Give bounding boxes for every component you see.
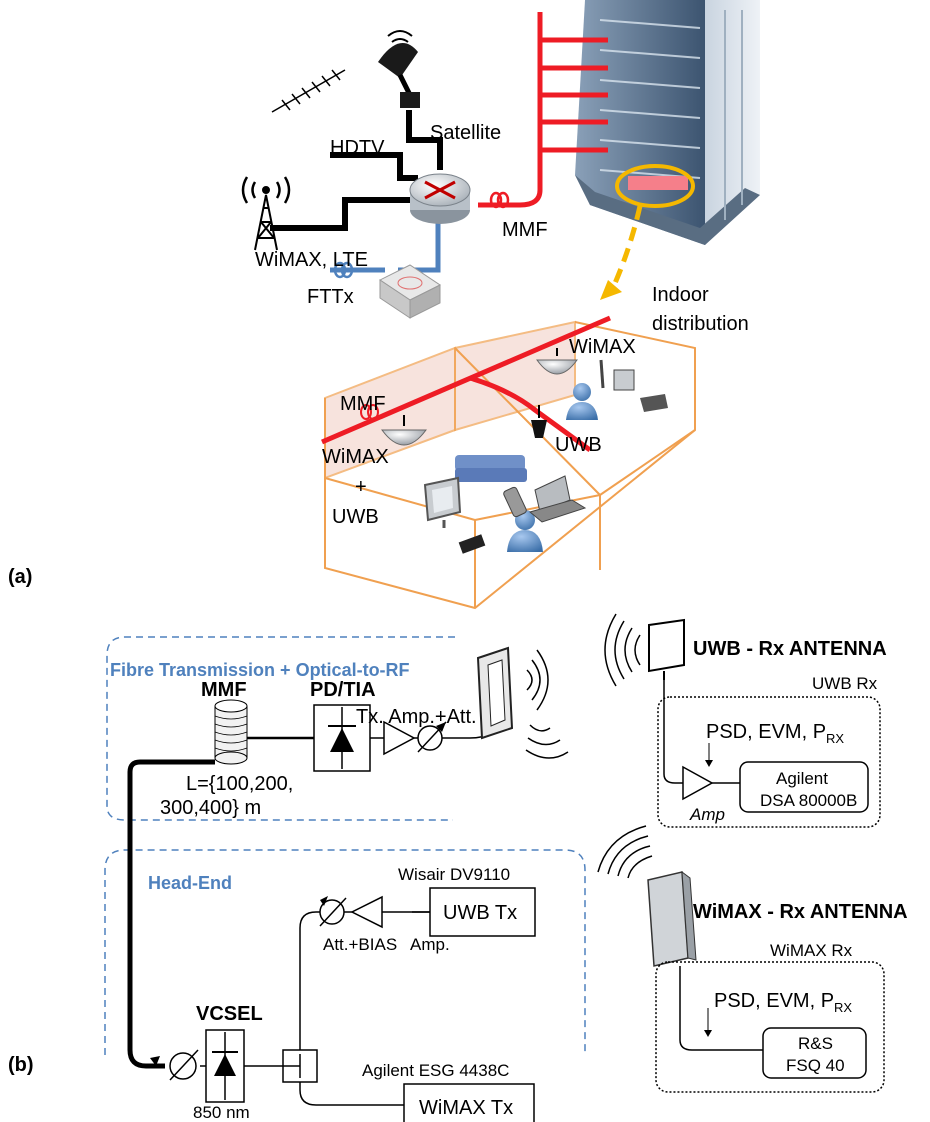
network-links (270, 110, 443, 231)
office-building-icon (575, 0, 760, 245)
camera-icon (458, 534, 486, 554)
uwb-tx-box (429, 887, 536, 937)
fibre-coil-icon (489, 191, 510, 209)
satellite-label: Satellite (430, 122, 501, 144)
wimax-antenna-dome-icon (381, 348, 578, 446)
fttx-label: FTTx (307, 286, 354, 308)
uwb-psd-label: PSD, EVM, PRX (706, 721, 844, 746)
mmf-building-fibres (478, 12, 608, 208)
mmf-label: MMF (201, 679, 247, 701)
tx-amplifier-icon (383, 720, 416, 756)
att-bias-label: Att.+BIAS (323, 935, 397, 954)
wimax-rx-label: WiMAX Rx (770, 941, 853, 960)
bias-attenuator-icon (319, 896, 347, 927)
head-end-title: Head-End (148, 873, 232, 893)
agilent-esg-label: Agilent ESG 4438C (362, 1061, 509, 1080)
photodiode-icon (313, 704, 371, 772)
rs-fsq-line2: FSQ 40 (786, 1056, 845, 1075)
satellite-dish-icon (378, 30, 420, 108)
router-icon (409, 173, 471, 224)
uwb-right-label: UWB (555, 434, 602, 456)
wimax-rx-antenna-label: WiMAX - Rx ANTENNA (693, 901, 908, 923)
wimax-tx-label: WiMAX Tx (419, 1097, 513, 1119)
uwb-rx-antenna-label: UWB - Rx ANTENNA (693, 638, 887, 660)
fttx-coil-icon (333, 261, 354, 279)
fibre-transmission-title: Fibre Transmission + Optical-to-RF (110, 660, 410, 680)
wimax-left-label: WiMAX (322, 446, 389, 468)
wavelength-label: 850 nm (193, 1103, 250, 1122)
desk-devices-icon (599, 359, 668, 412)
rf-combiner-icon (282, 1049, 318, 1083)
ont-box-icon (379, 264, 441, 319)
cell-tower-icon (241, 176, 291, 251)
optical-attenuator-icon (150, 1049, 199, 1081)
pd-tia-label: PD/TIA (310, 679, 376, 701)
wisair-label: Wisair DV9110 (398, 865, 510, 884)
agilent-dsa-line1: Agilent (776, 769, 828, 788)
vcsel-icon (205, 1029, 245, 1103)
mmf-length-line1: L={100,200, (186, 773, 293, 795)
uwb-antenna-icon (531, 405, 547, 438)
hdtv-label: HDTV (330, 137, 385, 159)
mmf-top-label: MMF (502, 219, 548, 241)
mmf-room-label: MMF (340, 393, 386, 415)
amp-label: Amp. (410, 935, 450, 954)
fibre-transmission-box (106, 636, 455, 821)
uwb-rx-amp-label: Amp (689, 805, 725, 824)
uwb-left-label: UWB (332, 506, 379, 528)
radio-waves-icon (525, 649, 569, 759)
tv-antenna-icon (271, 69, 346, 113)
panel-b: Fibre Transmission + Optical-to-RF Head-… (8, 613, 908, 1122)
plus-label: + (355, 476, 367, 498)
user-icon (507, 383, 598, 552)
uwb-rx-radio-waves-icon (604, 613, 641, 687)
uwb-tx-antenna-icon (476, 646, 514, 740)
tx-attenuator-icon (417, 721, 447, 753)
laptop-icon (528, 475, 587, 523)
indoor-label: Indoor (652, 284, 709, 306)
distribution-label: distribution (652, 313, 749, 335)
sofa-icon (455, 455, 527, 482)
uwb-tx-amplifier-icon (350, 895, 383, 929)
fttx-link (398, 220, 441, 273)
wimax-rx-box (655, 961, 885, 1093)
panel-a: Satellite HDTV MMF WiMAX, LTE FTTx Indoo… (8, 0, 760, 610)
room-coil-icon (360, 404, 379, 420)
panel-b-tag: (b) (8, 1054, 34, 1076)
wimax-tx-box (403, 1083, 535, 1122)
rs-fsq-box (762, 1027, 867, 1079)
uwb-rx-amplifier-icon (682, 765, 714, 801)
wimax-rx-radio-waves-icon (597, 825, 653, 879)
uwb-rx-box (657, 696, 881, 828)
wimax-psd-label: PSD, EVM, PRX (714, 990, 852, 1015)
phone-icon (503, 486, 527, 518)
vcsel-label: VCSEL (196, 1003, 263, 1025)
uwb-rx-antenna-icon (648, 618, 685, 680)
mmf-spool-icon (214, 699, 248, 765)
zoom-arrow (600, 164, 695, 300)
panel-a-tag: (a) (8, 566, 32, 588)
tv-monitor-icon (423, 476, 462, 528)
mmf-length-line2: 300,400} m (160, 797, 261, 819)
uwb-tx-label: UWB Tx (443, 902, 517, 924)
agilent-dsa-box (739, 761, 869, 813)
uwb-rx-label: UWB Rx (812, 674, 878, 693)
wimax-right-label: WiMAX (569, 336, 636, 358)
wimax-lte-label: WiMAX, LTE (255, 249, 368, 271)
tx-amp-label: Tx. Amp.+Att. (356, 706, 477, 728)
head-end-box (104, 849, 586, 1055)
wimax-rx-antenna-icon (647, 870, 697, 967)
mmf-room-fibre (321, 315, 611, 453)
rs-fsq-line1: R&S (798, 1034, 833, 1053)
agilent-dsa-line2: DSA 80000B (760, 791, 857, 810)
